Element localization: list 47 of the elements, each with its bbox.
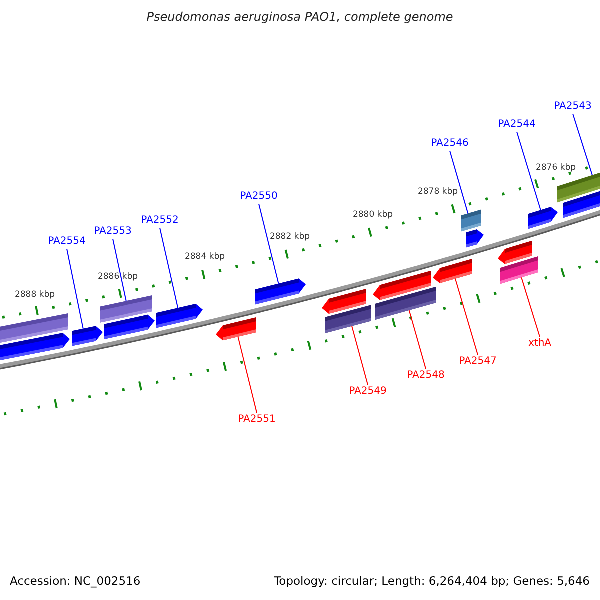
gene-feature [528, 207, 558, 230]
accession-text: Accession: NC_002516 [10, 574, 141, 588]
gene-bar [325, 305, 371, 334]
gene-label: PA2552 [141, 214, 179, 228]
gene-label: PA2554 [48, 235, 86, 249]
scale-label: 2880 kbp [352, 209, 394, 222]
gene-feature [255, 278, 306, 305]
leader-line [258, 204, 280, 284]
scale-label: 2884 kbp [184, 251, 226, 264]
gene-label: PA2551 [238, 413, 276, 427]
leader-line [160, 228, 179, 309]
gene-feature [498, 241, 532, 264]
scale-label: 2882 kbp [270, 231, 310, 244]
diagram-title: Pseudomonas aeruginosa PAO1, complete genome [146, 10, 454, 24]
leader-line [238, 336, 258, 414]
gene-bar [375, 287, 436, 320]
leader-line [112, 238, 127, 302]
leader-line [572, 114, 593, 176]
gene-label: PA2549 [349, 385, 387, 399]
gene-bar [461, 210, 481, 232]
gene-bar [500, 256, 538, 284]
gene-feature [563, 190, 600, 218]
scale-label: 2876 kbp [536, 162, 576, 175]
leader-line [450, 150, 469, 214]
gene-label: PA2550 [240, 190, 278, 204]
gene-label: xthA [528, 337, 552, 351]
gene-label: PA2548 [407, 369, 445, 383]
gene-feature [72, 326, 103, 346]
gene-feature [0, 333, 70, 362]
gene-feature [466, 230, 484, 248]
gene-feature [156, 304, 203, 328]
gene-feature [433, 259, 472, 284]
scale-label: 2878 kbp [418, 186, 458, 199]
gene-label: PA2546 [431, 137, 469, 151]
gene-label: PA2543 [554, 100, 592, 114]
gene-feature [216, 318, 256, 341]
leader-line [454, 278, 478, 356]
gene-label: PA2544 [498, 118, 536, 132]
leader-line [352, 326, 368, 386]
scale-label: 2886 kbp [98, 271, 138, 284]
scale-label: 2888 kbp [14, 289, 56, 302]
leader-line [408, 310, 426, 370]
gene-label: PA2547 [459, 355, 497, 369]
genome-summary-text: Topology: circular; Length: 6,264,404 bp; Genes: 5,646 [274, 574, 590, 588]
leader-line [66, 248, 84, 330]
gene-label: PA2553 [94, 225, 132, 239]
leader-line [516, 132, 542, 211]
